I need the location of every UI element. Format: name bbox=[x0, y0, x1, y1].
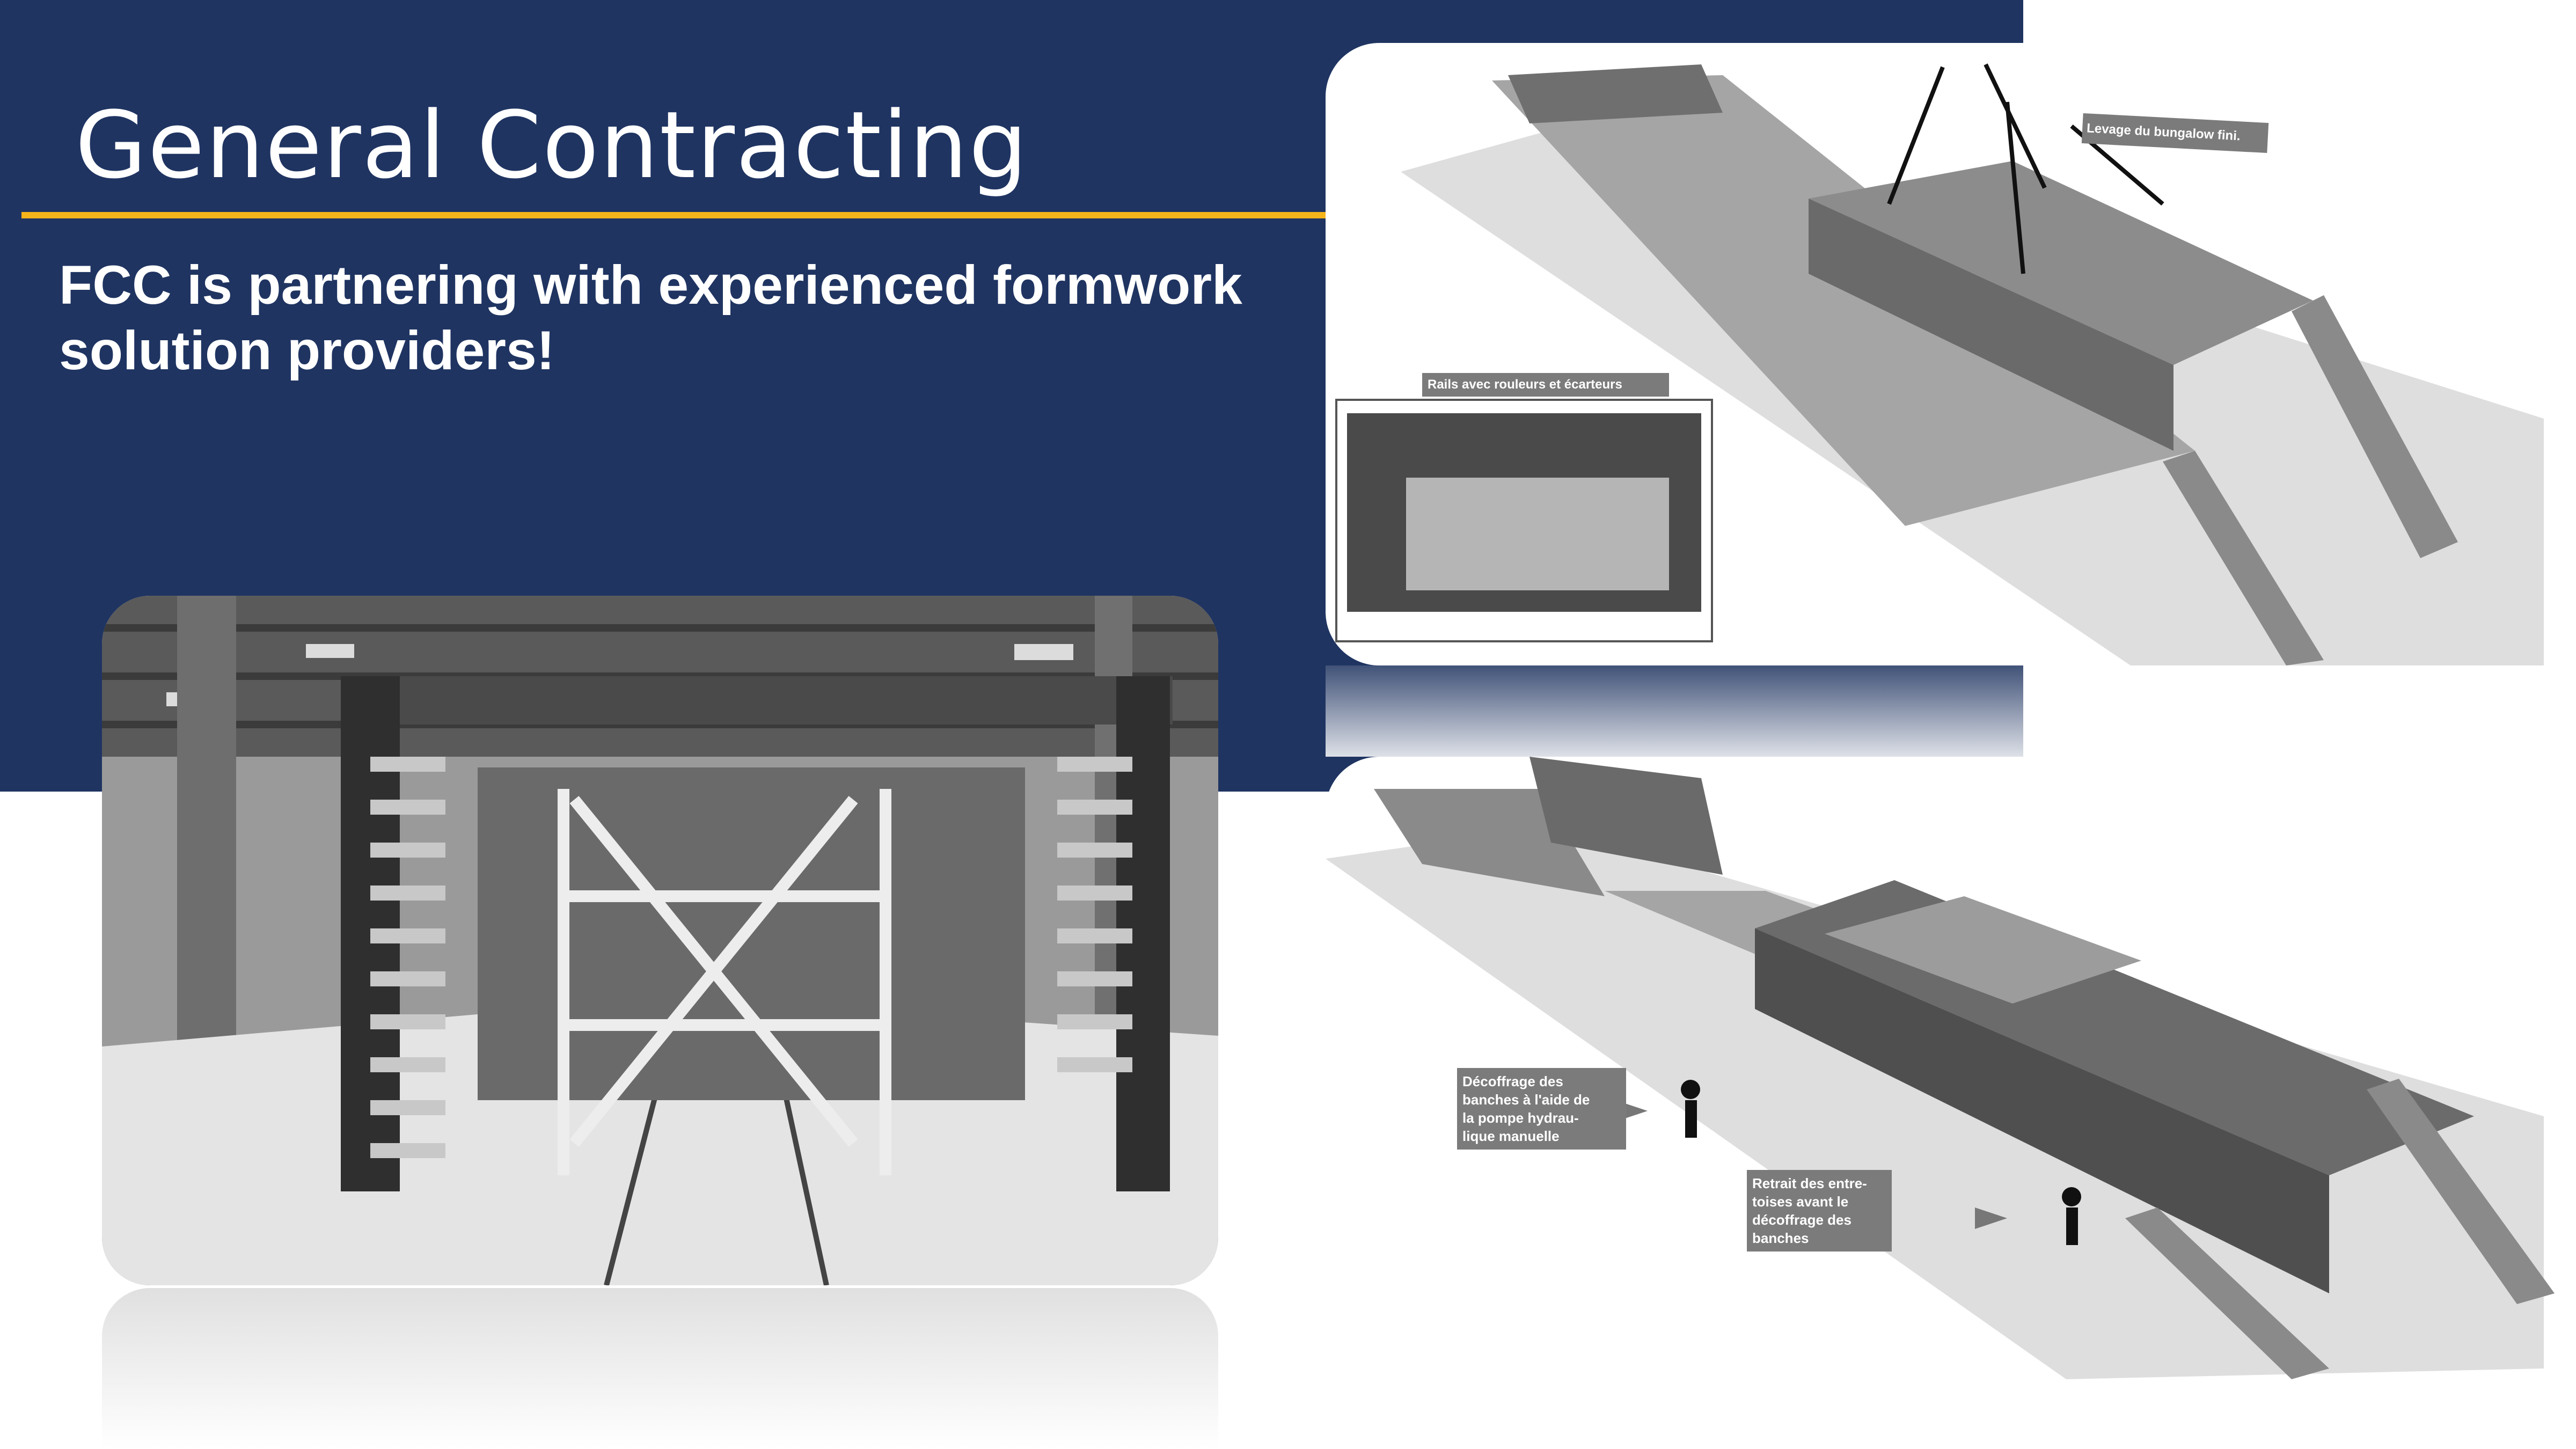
photo-reflection bbox=[102, 1288, 1218, 1449]
formwork-factory-photo bbox=[102, 596, 1218, 1285]
slide-subtitle: FCC is partnering with experienced formw… bbox=[59, 254, 1242, 381]
label-tie-removal: Retrait des entre- toises avant le décof… bbox=[1747, 1170, 1892, 1252]
slide-title: General Contracting bbox=[75, 91, 1029, 199]
formwork-stripping-diagram bbox=[1326, 757, 2576, 1379]
label-hydraulic-stripping: Décoffrage des banches à l'aide de la po… bbox=[1457, 1068, 1626, 1150]
bungalow-lift-diagram bbox=[1326, 43, 2576, 665]
label-rails: Rails avec rouleurs et écarteurs bbox=[1422, 373, 1669, 397]
diagram-reflection bbox=[1326, 665, 2576, 757]
title-underline bbox=[21, 212, 1540, 218]
